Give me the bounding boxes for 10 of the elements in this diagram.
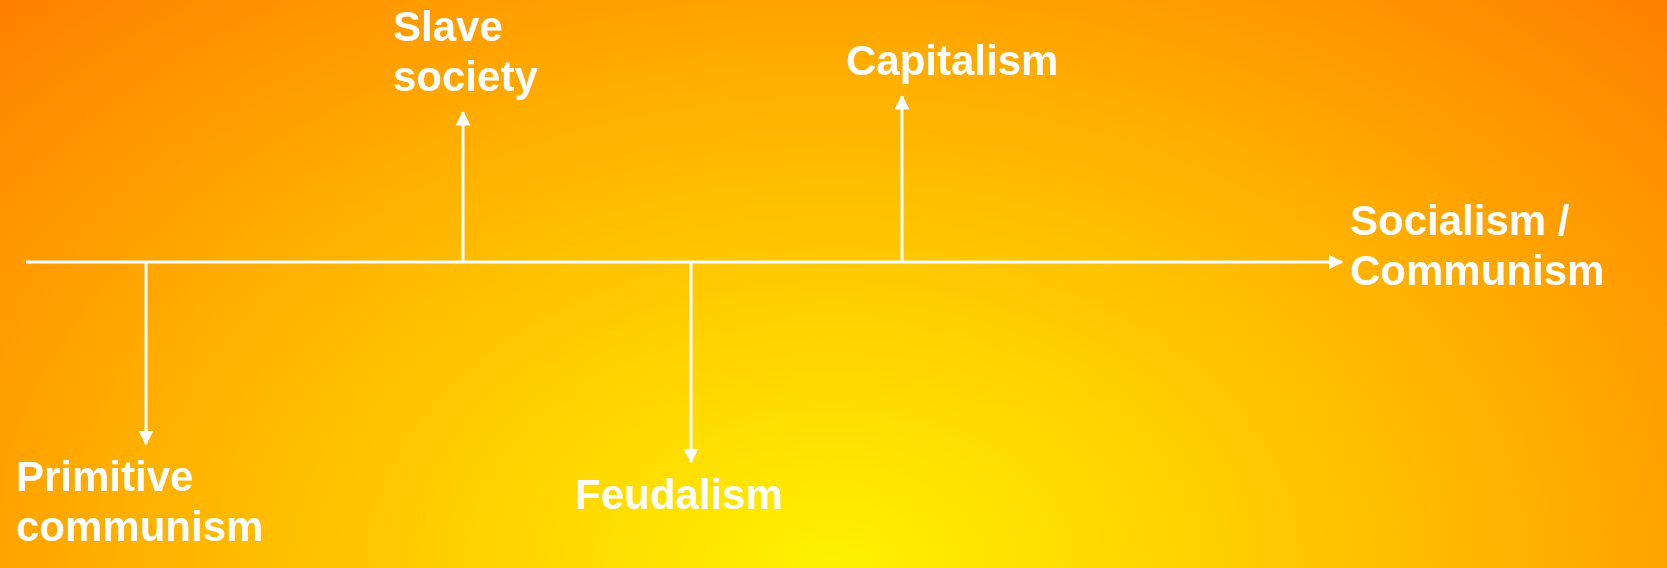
arrow: [455, 110, 471, 262]
stage-label: Slave society: [393, 2, 539, 102]
stage-label: Primitive communism: [16, 452, 265, 552]
stage-label: Capitalism: [846, 36, 1059, 86]
arrow: [683, 262, 699, 464]
stage-label: Socialism / Communism: [1350, 196, 1606, 296]
arrow: [894, 94, 910, 262]
arrow: [138, 262, 154, 446]
stage-label: Feudalism: [575, 470, 783, 520]
arrow: [26, 254, 1344, 270]
